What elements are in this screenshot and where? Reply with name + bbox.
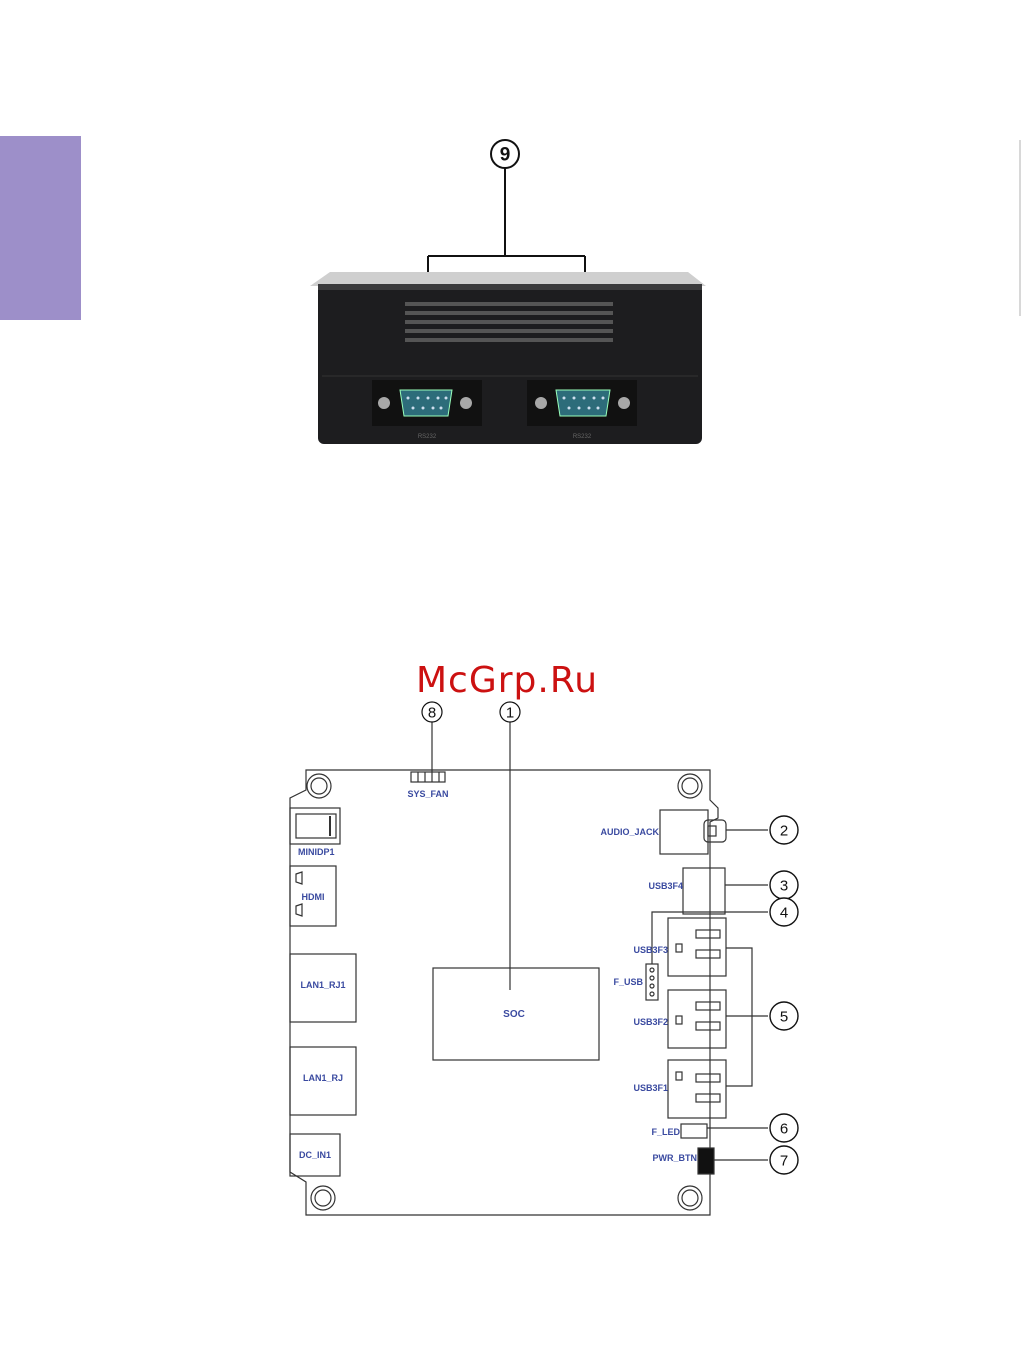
label-soc: SOC — [503, 1009, 525, 1020]
label-usb3f2: USB3F2 — [633, 1017, 668, 1027]
callout-9-number: 9 — [500, 145, 511, 166]
label-usb3f3: USB3F3 — [633, 945, 668, 955]
label-sys-fan: SYS_FAN — [407, 789, 448, 799]
device-rear-view: 9 — [310, 140, 706, 444]
callout-1-number: 1 — [506, 705, 514, 722]
label-audio-jack: AUDIO_JACK — [600, 827, 659, 837]
callout-4-number: 4 — [780, 905, 788, 922]
chassis-top-edge — [310, 272, 706, 286]
label-f-usb: F_USB — [613, 977, 643, 987]
label-pwr-btn: PWR_BTN — [653, 1153, 698, 1163]
label-f-led: F_LED — [651, 1127, 680, 1137]
port-label-left: RS232 — [418, 434, 437, 440]
label-lan1: LAN1_RJ1 — [300, 980, 345, 990]
label-usb3f1: USB3F1 — [633, 1083, 668, 1093]
port-label-right: RS232 — [573, 434, 592, 440]
label-usb3f4: USB3F4 — [648, 881, 683, 891]
label-dc-in: DC_IN1 — [299, 1150, 331, 1160]
label-lan2: LAN1_RJ — [303, 1073, 343, 1083]
callout-3-number: 3 — [780, 878, 788, 895]
label-minidp: MINIDP1 — [298, 847, 335, 857]
board-layout — [290, 722, 768, 1215]
watermark-text: McGrp.Ru — [416, 660, 598, 701]
label-hdmi: HDMI — [302, 892, 325, 902]
callout-7-number: 7 — [780, 1153, 788, 1170]
callout-8-number: 8 — [428, 705, 436, 722]
callout-6-number: 6 — [780, 1121, 788, 1138]
power-button — [698, 1148, 714, 1174]
callout-2-number: 2 — [780, 823, 788, 840]
callout-5-number: 5 — [780, 1009, 788, 1026]
